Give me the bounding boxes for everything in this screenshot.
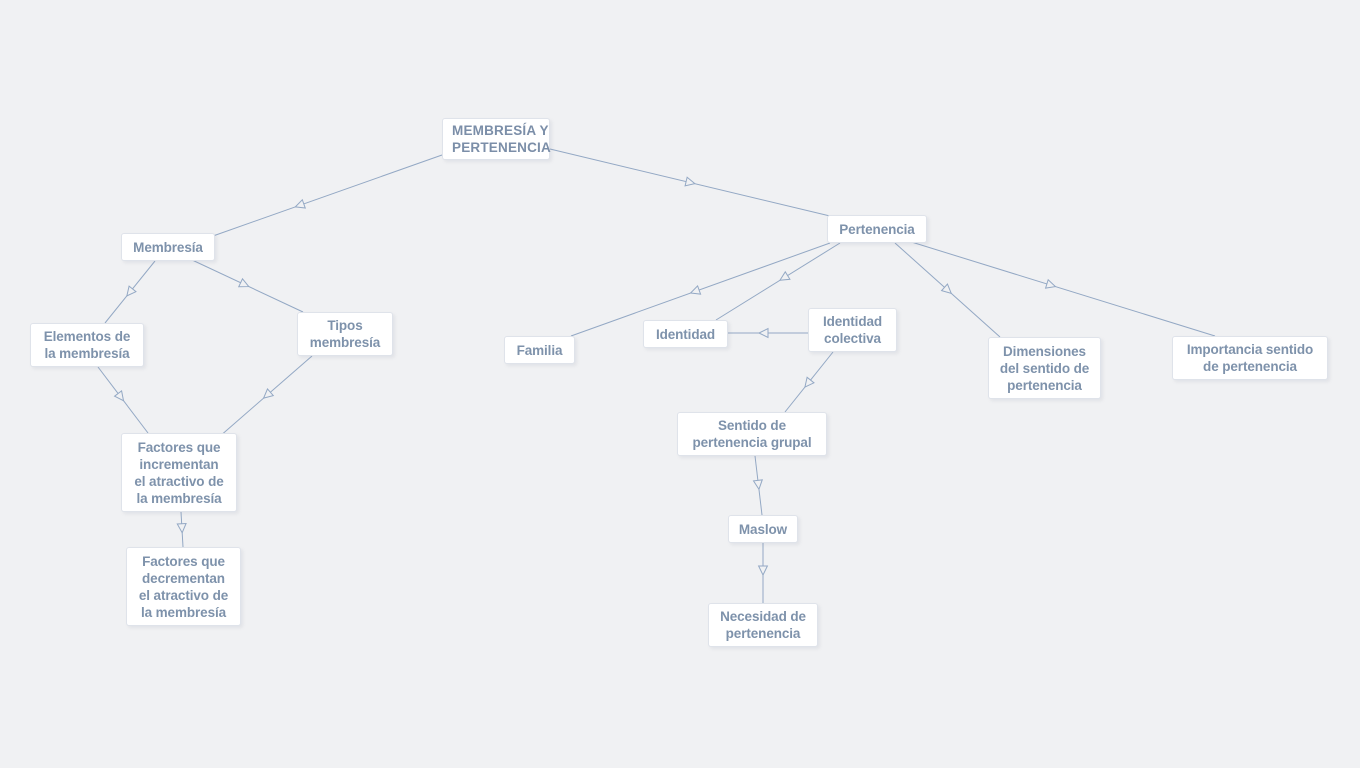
edge-arrowhead-icon xyxy=(294,198,306,209)
edge-arrowhead-icon xyxy=(804,376,815,388)
edge-arrowhead-icon xyxy=(113,389,125,402)
map-node-necesidad[interactable]: Necesidad de pertenencia xyxy=(708,603,818,647)
edge-maslow-to-necesidad xyxy=(757,543,769,603)
map-node-maslow[interactable]: Maslow xyxy=(728,515,798,543)
edge-arrowhead-icon xyxy=(262,388,275,399)
map-node-importancia[interactable]: Importancia sentido de pertenencia xyxy=(1172,336,1328,380)
edge-arrowhead-icon xyxy=(1044,278,1057,289)
edge-arrowhead-icon xyxy=(684,176,696,187)
edge-pertenencia-to-dimensiones xyxy=(894,242,1001,338)
map-node-tipos[interactable]: Tipos membresía xyxy=(297,312,393,356)
edge-idcolectiva-to-identidad xyxy=(728,327,808,339)
edge-arrowhead-icon xyxy=(237,277,250,288)
edge-sentidogrp-to-maslow xyxy=(752,455,763,516)
map-node-idcolectiva[interactable]: Identidad colectiva xyxy=(808,308,897,352)
map-node-dimensiones[interactable]: Dimensiones del sentido de pertenencia xyxy=(988,337,1101,399)
edge-arrowhead-icon xyxy=(752,479,763,491)
edge-arrowhead-icon xyxy=(940,283,953,295)
map-node-pertenencia[interactable]: Pertenencia xyxy=(827,215,927,243)
map-node-membresia[interactable]: Membresía xyxy=(121,233,215,261)
edge-elementos-to-incrementan xyxy=(97,366,149,434)
edge-arrowhead-icon xyxy=(689,284,702,295)
map-node-sentidogrp[interactable]: Sentido de pertenencia grupal xyxy=(677,412,827,456)
map-node-identidad[interactable]: Identidad xyxy=(643,320,728,348)
map-node-familia[interactable]: Familia xyxy=(504,336,575,364)
edge-membresia-to-tipos xyxy=(189,258,304,313)
edge-arrowhead-icon xyxy=(126,285,137,297)
edge-incrementan-to-decrementan xyxy=(176,511,187,548)
edge-arrowhead-icon xyxy=(778,270,791,281)
edge-idcolectiva-to-sentidogrp xyxy=(784,351,834,413)
map-node-decrementan[interactable]: Factores que decrementan el atractivo de… xyxy=(126,547,241,626)
map-node-root[interactable]: MEMBRESÍA Y PERTENENCIA xyxy=(442,118,551,160)
edge-tipos-to-incrementan xyxy=(218,355,313,438)
edge-arrowhead-icon xyxy=(757,327,769,339)
edge-arrowhead-icon xyxy=(757,565,769,577)
edge-root-to-membresia xyxy=(212,154,443,237)
map-node-elementos[interactable]: Elementos de la membresía xyxy=(30,323,144,367)
edge-membresia-to-elementos xyxy=(104,260,156,324)
edge-pertenencia-to-importancia xyxy=(904,239,1216,337)
edge-arrowhead-icon xyxy=(176,522,187,534)
map-node-incrementan[interactable]: Factores que incrementan el atractivo de… xyxy=(121,433,237,512)
edge-root-to-pertenencia xyxy=(549,148,831,217)
